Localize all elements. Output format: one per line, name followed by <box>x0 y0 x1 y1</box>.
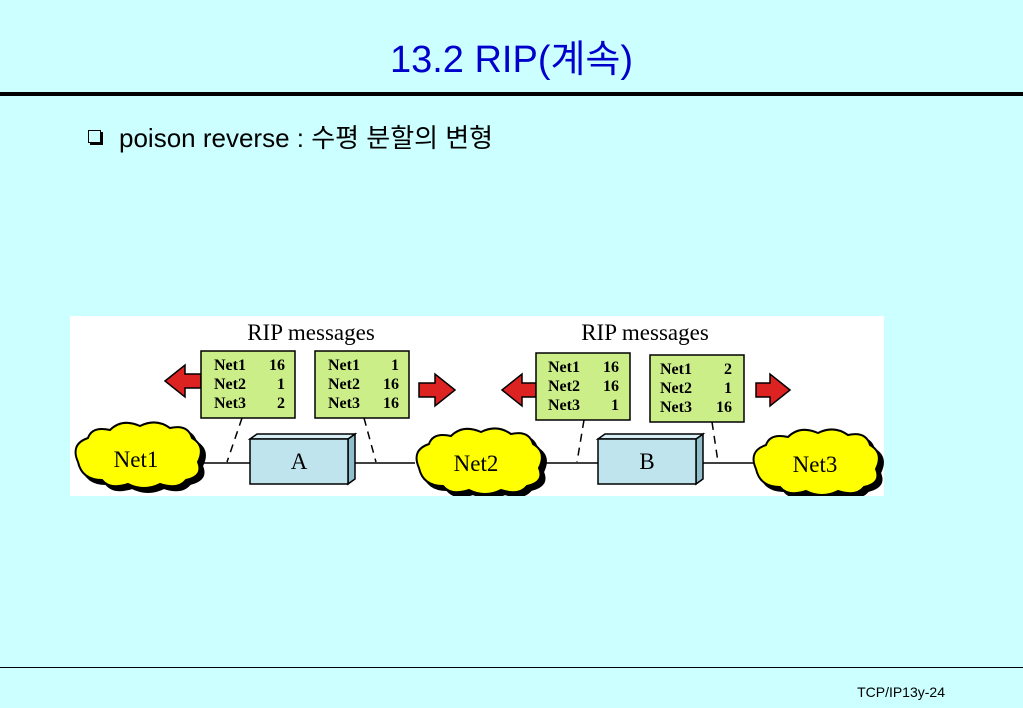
routing-table-a-left: Net1 16 Net2 1 Net3 2 <box>200 350 296 419</box>
table-cell-net: Net3 <box>328 395 360 412</box>
cloud-net3-icon <box>752 428 880 496</box>
router-b: B <box>595 432 706 486</box>
table-cell-metric: 16 <box>716 399 732 416</box>
bullet-item: poison reverse : 수평 분할의 변형 <box>88 118 493 155</box>
table-cell-net: Net2 <box>328 376 360 393</box>
title-divider <box>0 92 1023 96</box>
cloud-net2-icon <box>415 427 543 495</box>
table-cell-metric: 16 <box>383 395 399 412</box>
bullet-text: poison reverse : 수평 분할의 변형 <box>119 123 494 153</box>
table-cell-metric: 1 <box>391 357 399 374</box>
arrow-right-a-icon <box>418 372 457 408</box>
cloud-net1-label: Net1 <box>114 447 159 472</box>
leader-b-left <box>576 419 585 463</box>
slide-title: 13.2 RIP(계속) <box>389 39 634 81</box>
table-cell-metric: 2 <box>277 395 285 412</box>
table-cell-net: Net1 <box>660 361 692 378</box>
cloud-net3-label: Net3 <box>793 452 838 477</box>
rip-messages-label-2: RIP messages <box>581 320 709 345</box>
table-cell-metric: 16 <box>603 378 619 395</box>
table-cell-metric: 16 <box>269 357 285 374</box>
table-cell-net: Net2 <box>548 378 580 395</box>
table-cell-net: Net3 <box>548 397 580 414</box>
table-cell-metric: 1 <box>724 380 732 397</box>
table-cell-net: Net1 <box>328 357 360 374</box>
leader-a-right <box>363 417 377 463</box>
router-a: A <box>247 432 358 486</box>
table-cell-metric: 16 <box>383 376 399 393</box>
rip-messages-label-1: RIP messages <box>247 320 375 345</box>
router-a-label: A <box>291 449 308 474</box>
square-bullet-icon <box>88 130 101 143</box>
table-cell-net: Net3 <box>660 399 692 416</box>
rip-diagram: RIP messages RIP messages Net1 16 Net2 1… <box>70 316 884 496</box>
routing-table-b-left: Net1 16 Net2 16 Net3 1 <box>535 352 631 421</box>
table-cell-net: Net1 <box>214 357 246 374</box>
table-cell-metric: 2 <box>724 361 732 378</box>
table-cell-metric: 16 <box>603 359 619 376</box>
table-cell-metric: 1 <box>277 376 285 393</box>
table-cell-net: Net2 <box>660 380 692 397</box>
arrow-right-b-icon <box>755 372 792 408</box>
leader-b-right <box>711 421 719 463</box>
routing-table-a-right: Net1 1 Net2 16 Net3 16 <box>314 350 410 419</box>
cloud-net2-label: Net2 <box>454 451 499 476</box>
footer-divider <box>0 667 1023 668</box>
slide-footer: TCP/IP13y-24 <box>857 684 945 700</box>
table-cell-metric: 1 <box>611 397 619 414</box>
routing-table-b-right: Net1 2 Net2 1 Net3 16 <box>649 354 745 423</box>
table-cell-net: Net2 <box>214 376 246 393</box>
table-cell-net: Net3 <box>214 395 246 412</box>
router-b-label: B <box>639 449 654 474</box>
cloud-net1-icon <box>74 421 202 489</box>
rip-diagram-svg: RIP messages RIP messages Net1 16 Net2 1… <box>70 316 884 496</box>
leader-a-left <box>226 417 243 463</box>
table-cell-net: Net1 <box>548 359 580 376</box>
